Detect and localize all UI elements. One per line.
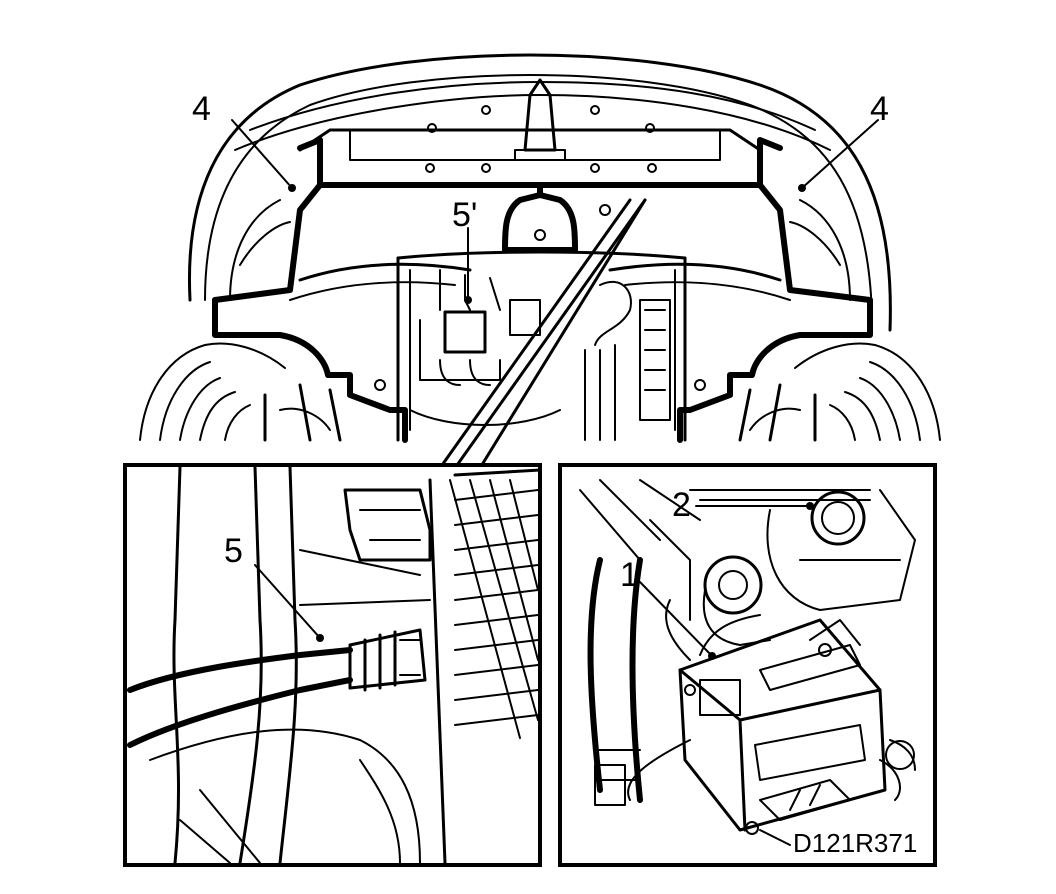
vehicle-front-view: 4 4 5'	[139, 53, 941, 470]
callout-5prime: 5'	[452, 196, 477, 234]
reference-code: D121R371	[793, 828, 917, 858]
callout-right-4: 4	[870, 90, 889, 128]
callout-inset-2: 2	[672, 486, 691, 524]
callout-inset-1: 1	[620, 556, 639, 594]
inset-battery-area: 1 2 D121R371	[558, 463, 937, 867]
inset-hose-detail: 5	[123, 463, 542, 867]
callout-left-4: 4	[192, 90, 211, 128]
callout-inset-5: 5	[224, 532, 243, 570]
